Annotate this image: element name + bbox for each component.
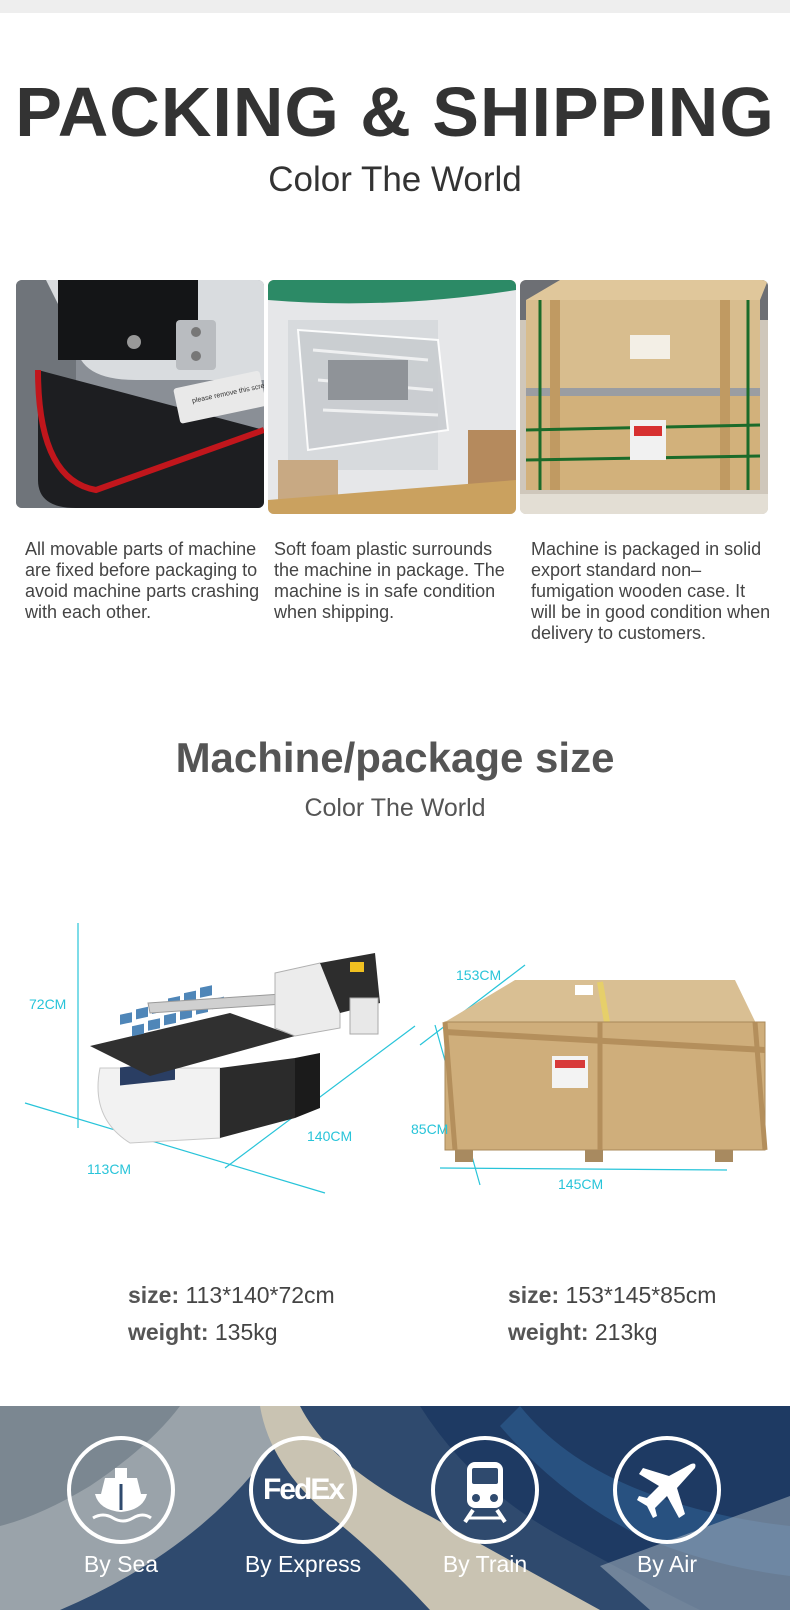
page-title: PACKING & SHIPPING — [15, 73, 775, 151]
train-icon — [431, 1436, 539, 1544]
machine-weight-value: 135kg — [214, 1319, 278, 1345]
ship-method-express: FedEx By Express — [218, 1436, 388, 1578]
airplane-icon — [613, 1436, 721, 1544]
machine-dimension-figure — [20, 918, 420, 1198]
photo-foam-wrap — [268, 280, 516, 514]
machine-depth-label: 140CM — [307, 1128, 353, 1144]
machine-width-label: 113CM — [87, 1161, 132, 1177]
ship-icon — [67, 1436, 175, 1544]
ship-method-train: By Train — [400, 1436, 570, 1578]
caption-wooden-case: Machine is packaged in solid export stan… — [531, 539, 771, 643]
ship-method-sea: By Sea — [36, 1436, 206, 1578]
package-height-label: 85CM — [411, 1121, 449, 1137]
size-title: Machine/package size — [175, 734, 615, 781]
package-spec-size: size: 153*145*85cm — [508, 1281, 716, 1309]
ship-method-air-label: By Air — [636, 1551, 698, 1577]
package-depth-label: 153CM — [456, 967, 502, 983]
page-subtitle: Color The World — [268, 160, 522, 199]
caption-foam-wrap: Soft foam plastic surrounds the machine … — [274, 539, 505, 622]
package-weight-value: 213kg — [594, 1319, 658, 1345]
package-weight-label: weight: — [508, 1319, 589, 1345]
machine-spec-size: size: 113*140*72cm — [128, 1281, 335, 1309]
size-subtitle: Color The World — [304, 794, 486, 822]
machine-spec-weight: weight: 135kg — [128, 1318, 278, 1346]
package-spec-weight: weight: 213kg — [508, 1318, 658, 1346]
caption-fixed-parts: All movable parts of machine are fixed b… — [25, 539, 260, 622]
package-size-label: size: — [508, 1282, 560, 1308]
machine-size-label: size: — [128, 1282, 180, 1308]
machine-weight-label: weight: — [128, 1319, 209, 1345]
ship-method-express-label: By Express — [244, 1551, 362, 1577]
photo-fixed-parts: please remove this screw before turn on … — [16, 280, 264, 508]
package-width-label: 145CM — [558, 1176, 604, 1192]
machine-height-label: 72CM — [29, 996, 67, 1012]
machine-size-value: 113*140*72cm — [185, 1282, 335, 1308]
top-strip — [0, 0, 790, 13]
ship-method-sea-label: By Sea — [83, 1551, 159, 1577]
ship-method-air: By Air — [582, 1436, 752, 1578]
ship-method-train-label: By Train — [442, 1551, 528, 1577]
photo-wooden-case — [520, 280, 768, 514]
package-size-value: 153*145*85cm — [565, 1282, 717, 1308]
shipping-banner: By Sea FedEx By Express By Train By Air — [0, 1406, 790, 1610]
package-dimension-figure — [415, 960, 775, 1195]
fedex-logo-text: FedEx — [262, 1473, 345, 1506]
fedex-icon: FedEx — [249, 1436, 357, 1544]
